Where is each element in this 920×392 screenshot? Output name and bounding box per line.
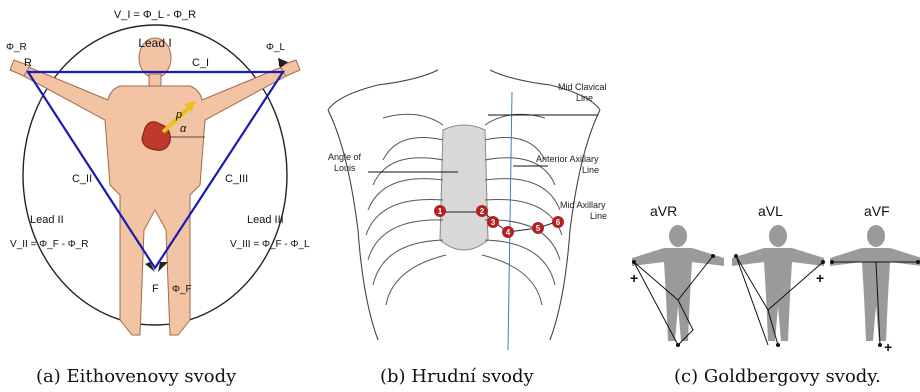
letter-l: L	[278, 57, 284, 69]
mid-clavical-label-1: Mid Clavical	[558, 82, 607, 92]
chest-diagram: 1 2 3 4 5 6 Mid Clavical Line Angle of L…	[308, 0, 620, 360]
svg-text:1: 1	[438, 207, 443, 216]
caption-c: (c) Goldbergovy svody.	[674, 366, 881, 387]
panel-chest-leads: 1 2 3 4 5 6 Mid Clavical Line Angle of L…	[308, 0, 620, 392]
vector-c3-label: C_III	[225, 173, 248, 185]
anterior-axillary-label-2: Line	[582, 165, 599, 175]
vector-p-label: p	[175, 109, 182, 121]
phi-f-label: Φ_F	[172, 284, 192, 295]
vector-c1-label: C_I	[192, 57, 209, 69]
electrode-3: 3	[487, 216, 499, 228]
panel-goldberger: aVR aVL aVF + + + (c) Goldbergovy svody.	[618, 0, 920, 392]
electrode-2: 2	[476, 205, 488, 217]
phi-l-label: Φ_L	[266, 42, 286, 53]
angle-alpha-label: α	[180, 123, 187, 135]
phi-r-label: Φ_R	[6, 42, 27, 53]
svg-text:3: 3	[491, 218, 496, 227]
svg-text:4: 4	[506, 228, 511, 237]
mid-clavical-label-2: Line	[576, 93, 593, 103]
lead3-label: Lead III	[247, 214, 284, 226]
svg-text:6: 6	[556, 218, 561, 227]
arrow-lead3	[158, 262, 168, 272]
lead1-label: Lead I	[138, 36, 171, 50]
vector-c2-label: C_II	[72, 173, 92, 185]
aVL-plus: +	[816, 270, 824, 286]
panel-einthoven: V_I = Φ_L - Φ_R Lead I C_I Φ_R Φ_L R L F…	[0, 0, 310, 392]
aVL-label: aVL	[758, 203, 783, 219]
caption-a: (a) Eithovenovy svody	[36, 366, 236, 387]
electrode-1: 1	[434, 205, 446, 217]
formula-lead1: V_I = Φ_L - Φ_R	[114, 9, 196, 21]
angle-louis-label-2: Louis	[334, 163, 356, 173]
aVF-label: aVF	[864, 203, 890, 219]
einthoven-diagram: V_I = Φ_L - Φ_R Lead I C_I Φ_R Φ_L R L F…	[0, 0, 310, 360]
formula-lead2: V_II = Φ_F - Φ_R	[10, 239, 88, 250]
lead2-label: Lead II	[30, 214, 64, 226]
letter-r: R	[24, 57, 32, 69]
mid-axillary-label-1: Mid Axillary	[560, 200, 606, 210]
angle-louis-label-1: Angle of	[328, 152, 362, 162]
aVF-figure	[830, 225, 920, 341]
aVF-plus: +	[884, 339, 892, 355]
letter-f: F	[152, 283, 159, 295]
formula-lead3: V_III = Φ_F - Φ_L	[230, 239, 310, 250]
mid-axillary-label-2: Line	[590, 211, 607, 221]
svg-text:2: 2	[480, 207, 485, 216]
aVR-label: aVR	[650, 203, 677, 219]
caption-b: (b) Hrudní svody	[380, 366, 534, 387]
electrode-5: 5	[532, 222, 544, 234]
electrode-6: 6	[552, 216, 564, 228]
aVR-plus: +	[630, 270, 638, 286]
svg-text:5: 5	[536, 224, 541, 233]
goldberger-diagram: aVR aVL aVF + + +	[618, 0, 920, 360]
anterior-axillary-label-1: Anterior Axillary	[536, 154, 599, 164]
aVR-figure	[632, 225, 724, 341]
sternum	[440, 125, 488, 250]
electrode-4: 4	[502, 226, 514, 238]
